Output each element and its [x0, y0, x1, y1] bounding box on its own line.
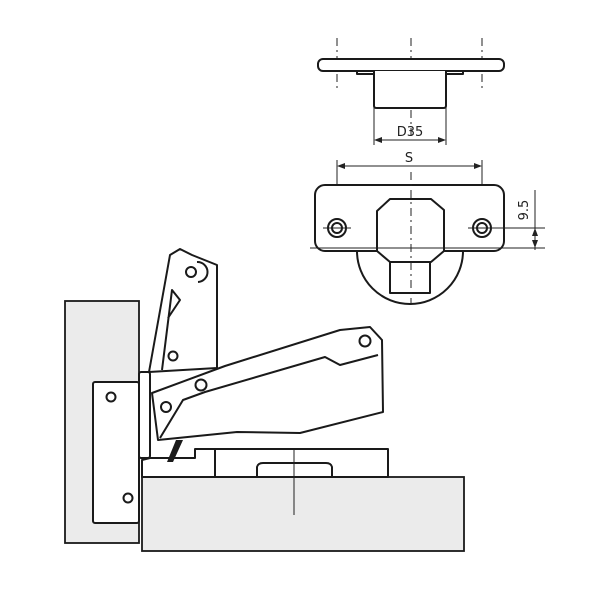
hole-offset-label: 9.5 [517, 200, 532, 221]
hole-spacing-label: S [405, 151, 413, 166]
mounting-plate [92, 381, 140, 524]
cup-plan-view: S 9.5 [310, 151, 545, 305]
door-panel [141, 476, 465, 552]
cup-diameter-label: D35 [397, 125, 424, 140]
hinge-side-view [64, 248, 465, 552]
cup-section-view: D35 [317, 38, 505, 145]
